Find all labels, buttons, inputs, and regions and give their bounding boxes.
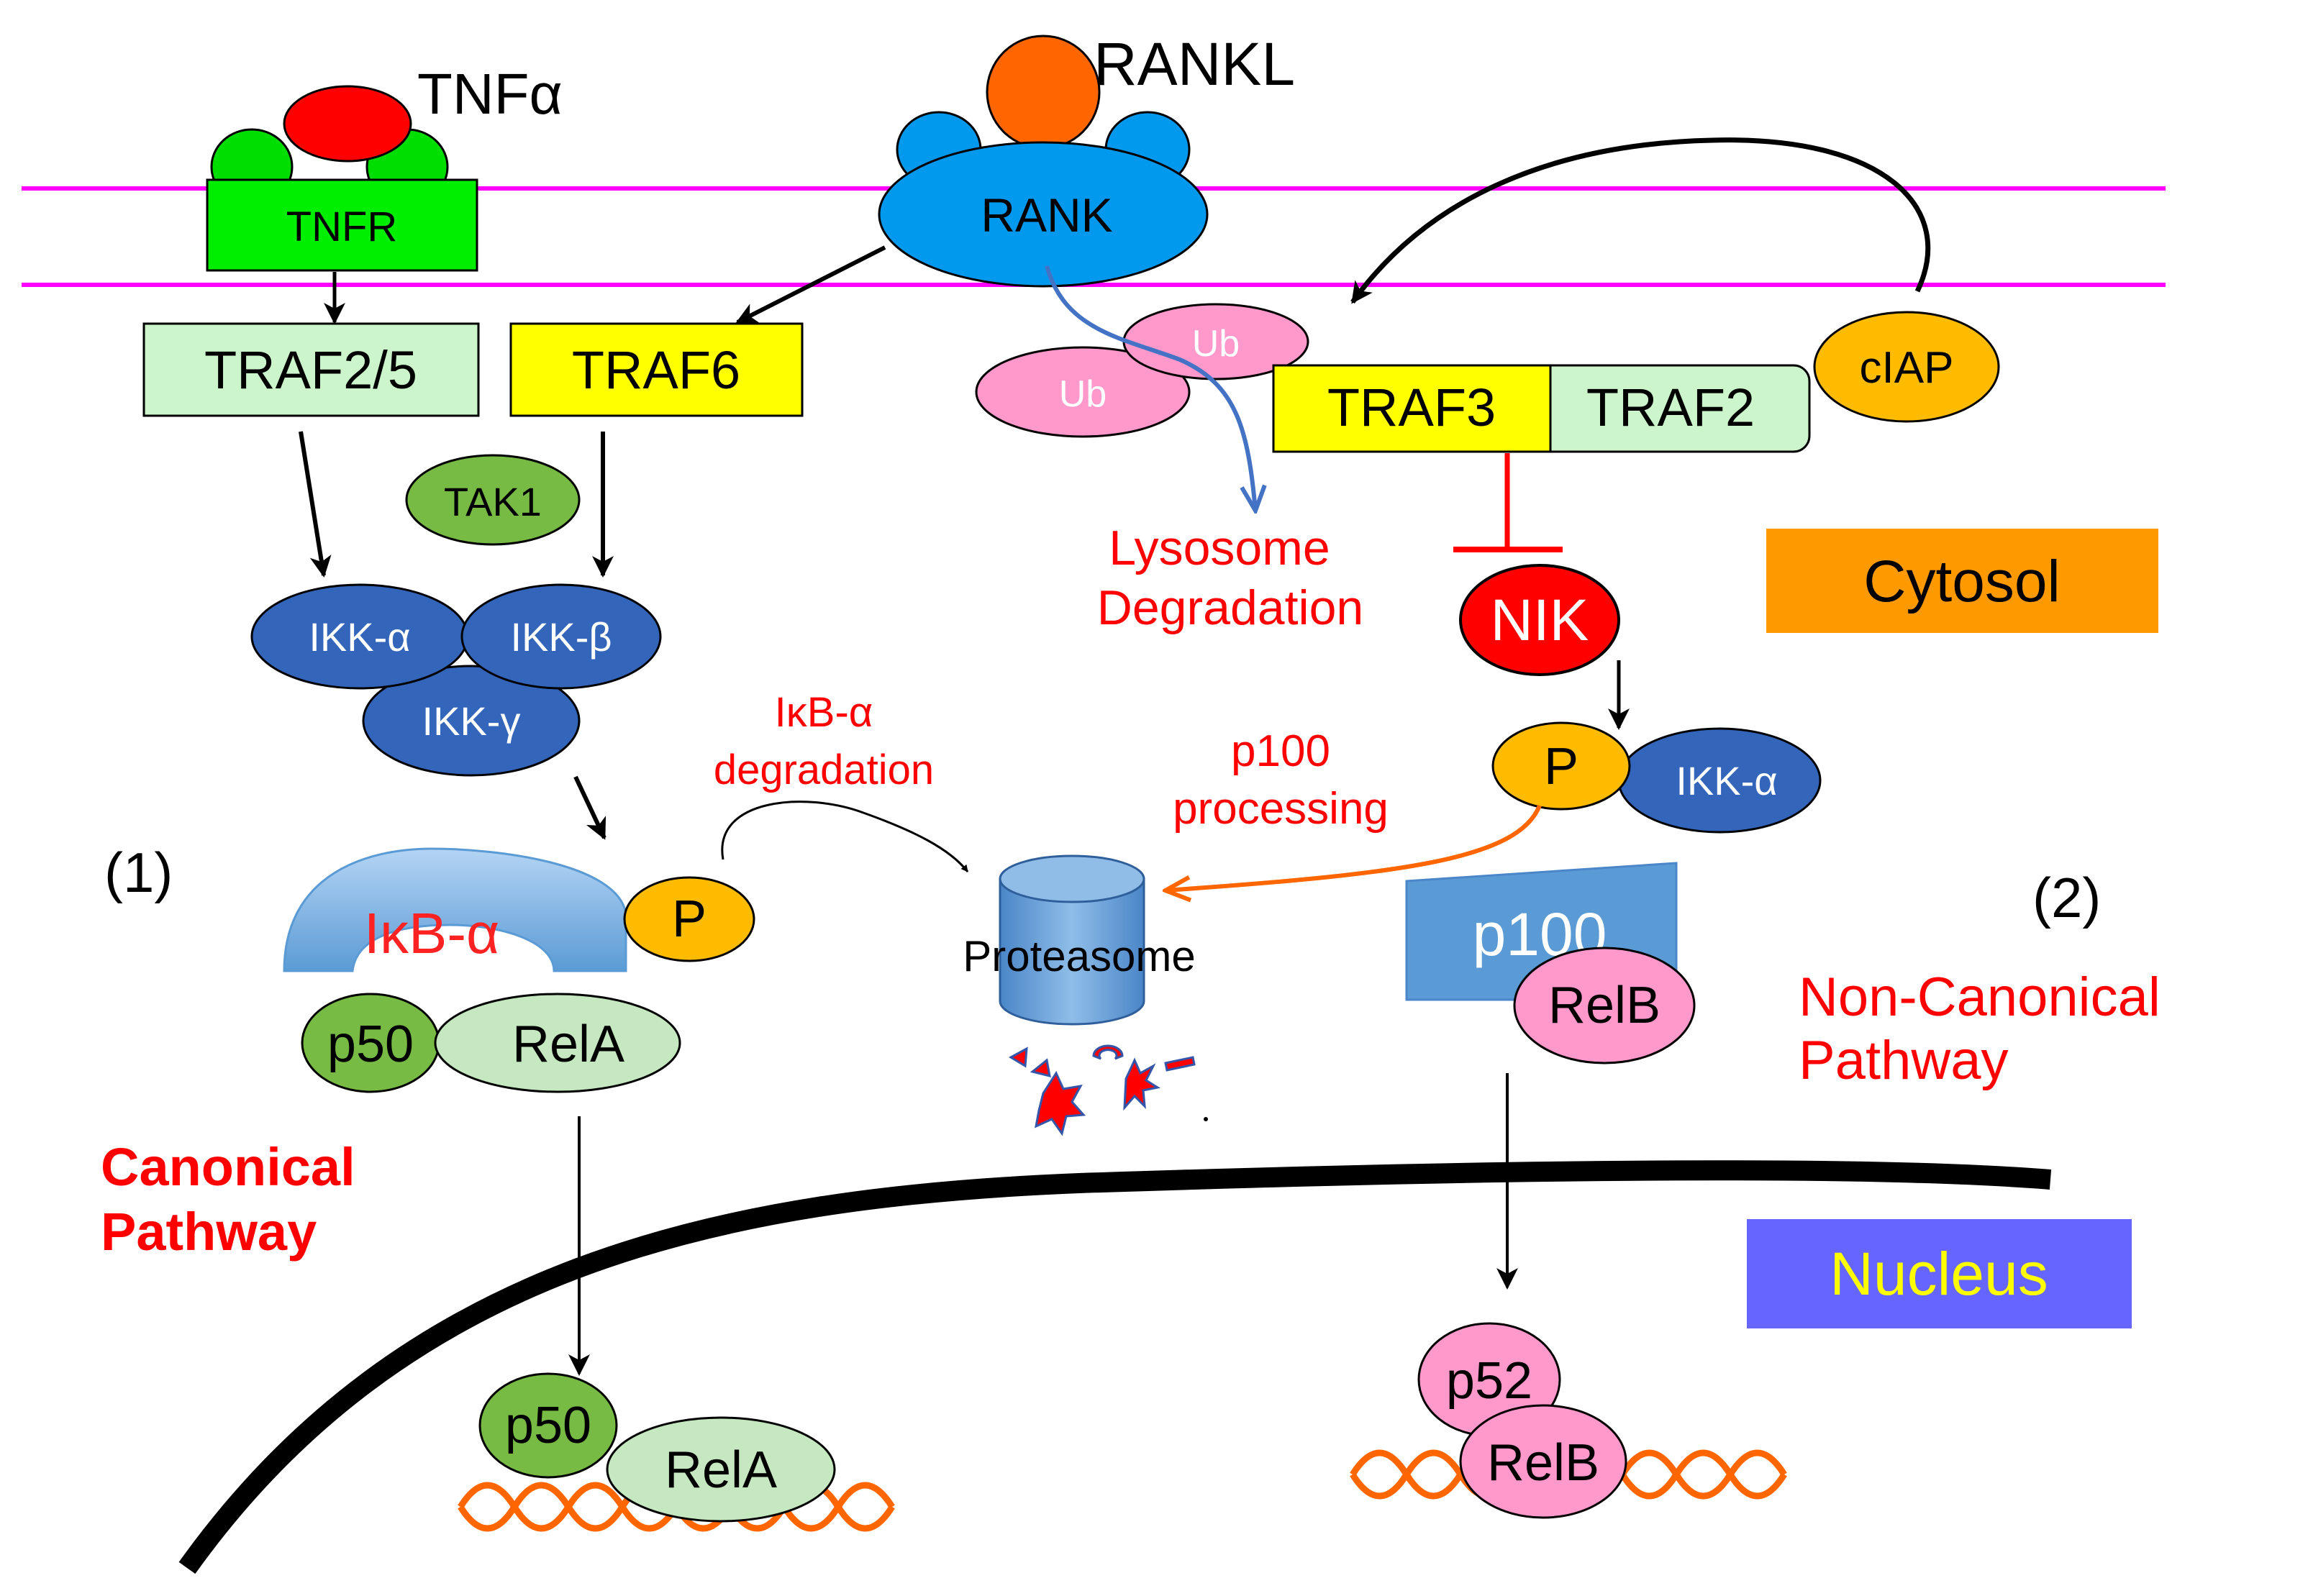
nucleus-label: Nucleus [1830, 1240, 2048, 1308]
canonical-label-1: Canonical [101, 1137, 355, 1197]
tak1-label: TAK1 [444, 479, 542, 524]
rela-nucleus [606, 1416, 836, 1523]
p-noncanonical [1491, 721, 1631, 811]
p52-relb-nucleus: p52 RelB [1417, 1322, 1627, 1519]
tnfa-ligand [283, 85, 412, 163]
pathway-1-number: (1) [104, 841, 173, 904]
ikba-degradation-1: IκB-α [775, 689, 873, 736]
relb-cytosol [1513, 947, 1696, 1064]
p100-relb-complex: p100 RelB [1405, 862, 1696, 1064]
ub-2-label: Ub [1059, 373, 1107, 415]
ikba-degradation-2: degradation [714, 747, 934, 793]
arrow-p100-processing [1166, 804, 1542, 890]
traf3-box: TRAF3 [1272, 364, 1552, 453]
ciap: cIAP [1813, 311, 2000, 423]
tak1: TAK1 [405, 454, 581, 546]
noncanonical-label-2: Pathway [1799, 1030, 2009, 1091]
ub-1: Ub [1122, 303, 1309, 380]
ikk-beta-label: IKK-β [510, 614, 612, 660]
cytosol-compartment-label: Cytosol [1766, 529, 2158, 633]
ikk-complex: IKK-α IKK-β IKK-γ [250, 583, 662, 777]
proteasome: Proteasome [963, 854, 1196, 1026]
rela-cytosol-label: RelA [512, 1016, 624, 1073]
p52-nucleus-label: p52 [1446, 1352, 1532, 1410]
p-ikka-complex: P IKK-α [1491, 721, 1822, 834]
p100-processing-2: processing [1173, 784, 1389, 834]
rela-nucleus-label: RelA [665, 1441, 777, 1499]
fragment-dot [1204, 1117, 1208, 1121]
nik: NIK [1459, 564, 1620, 676]
arrow-ikba-degradation [721, 801, 969, 872]
traf2-box: TRAF2 [1531, 364, 1811, 453]
ikk-gamma-label: IKK-γ [422, 698, 521, 744]
arrow-ciap-loop [1350, 137, 1931, 304]
rankl-ligand [986, 35, 1101, 150]
nuclear-envelope [178, 1160, 2052, 1574]
arrow-ikk-ikba [573, 775, 606, 840]
ikba-phospho [623, 876, 755, 962]
traf6-box: TRAF6 [509, 322, 804, 417]
p100-processing-1: p100 [1231, 726, 1330, 776]
nucleus-compartment-label: Nucleus [1747, 1219, 2132, 1328]
nik-label: NIK [1491, 588, 1589, 653]
traf25-label: TRAF2/5 [204, 340, 417, 400]
ub-1-label: Ub [1192, 323, 1240, 365]
tnfr-receptor: TNFR [206, 85, 478, 272]
canonical-label-2: Pathway [101, 1202, 317, 1262]
lysosome-label-1: Lysosome [1109, 521, 1330, 575]
relb-nucleus-label: RelB [1487, 1434, 1599, 1492]
ikk-alpha-label: IKK-α [309, 614, 410, 660]
proteasome-label: Proteasome [963, 932, 1196, 980]
relb-nucleus [1459, 1404, 1627, 1519]
rank-label: RANK [981, 188, 1112, 242]
arrow-traf25-ikk [299, 431, 332, 578]
tnfr-label: TNFR [286, 204, 398, 250]
p50-nucleus [478, 1372, 618, 1479]
cytosol-label: Cytosol [1863, 549, 2060, 614]
rela-cytosol [434, 993, 681, 1093]
ikka-noncanonical-label: IKK-α [1676, 758, 1777, 803]
traf25-box: TRAF2/5 [142, 322, 480, 417]
degradation-fragments [1008, 1044, 1196, 1136]
ub-2: Ub [975, 346, 1191, 438]
ikba-arc [283, 847, 627, 972]
traf3-label: TRAF3 [1327, 378, 1496, 437]
rankl-label: RANKL [1094, 30, 1295, 98]
lysosome-label-2: Degradation [1097, 580, 1363, 635]
ikba-complex: IκB-α P p50 RelA [283, 847, 755, 1093]
arrow-rank-traf6 [735, 245, 886, 324]
traf2-label: TRAF2 [1586, 378, 1755, 437]
noncanonical-label-1: Non-Canonical [1799, 967, 2161, 1028]
ikba-label: IκB-α [364, 901, 499, 965]
arrow-rank-lysosome [1045, 265, 1255, 511]
p-noncanonical-label: P [1544, 738, 1578, 795]
relb-cytosol-label: RelB [1548, 977, 1660, 1034]
ikk-beta [460, 583, 662, 690]
pathway-2-number: (2) [2032, 866, 2101, 929]
ikk-gamma [362, 665, 581, 777]
p50-rela-nucleus: p50 RelA [478, 1372, 836, 1523]
ikba-p-label: P [672, 890, 707, 948]
p50-cytosol-label: p50 [327, 1016, 414, 1073]
p50-nucleus-label: p50 [505, 1397, 591, 1454]
ciap-label: cIAP [1860, 343, 1954, 393]
tnfa-label: TNFα [417, 62, 563, 126]
rank-receptor: RANK [878, 35, 1209, 288]
traf6-label: TRAF6 [572, 340, 740, 400]
